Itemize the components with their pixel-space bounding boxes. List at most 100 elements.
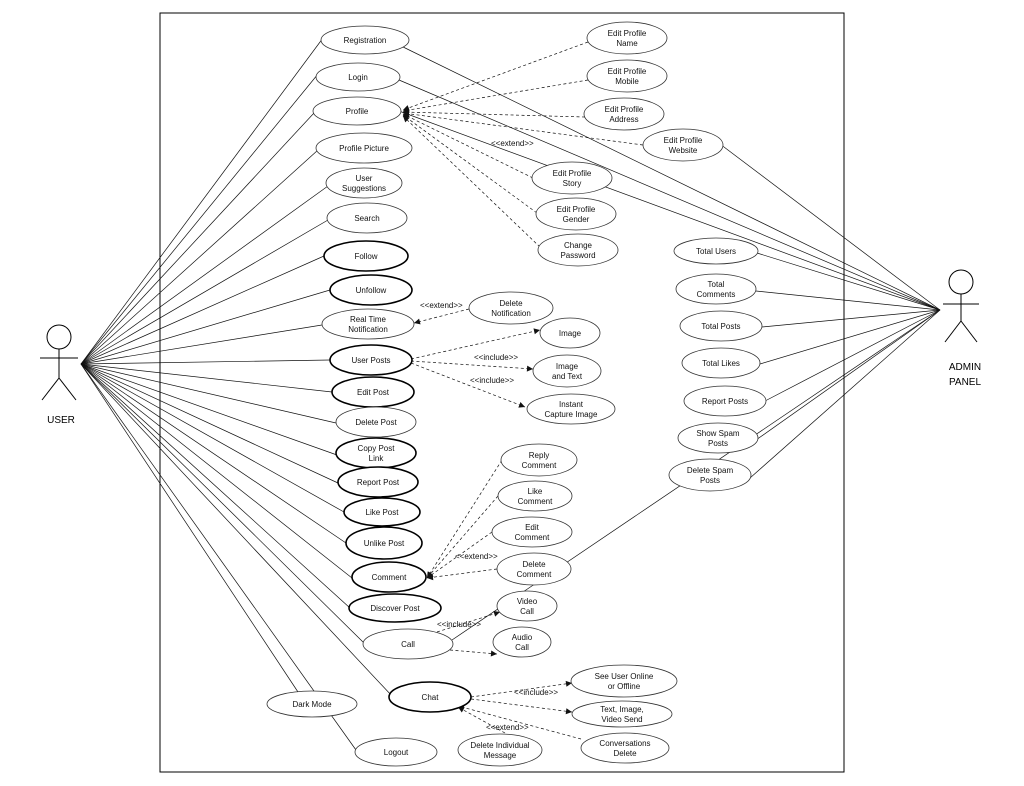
use-case-login: Login [315, 62, 401, 92]
arrowhead [427, 574, 434, 581]
use-case-dark-mode: Dark Mode [266, 690, 358, 718]
use-case-label: Call [401, 640, 415, 649]
use-case-label: Delete [499, 299, 523, 308]
use-case-edit-post: Edit Post [331, 376, 415, 408]
assoc-user-chat [80, 363, 393, 697]
use-case-label: Registration [344, 36, 387, 45]
use-case-label: Change [564, 241, 593, 250]
assoc-admin-total-likes [759, 309, 941, 365]
admin-actor-label-line1: ADMIN [949, 362, 981, 373]
use-case-label: Edit Profile [608, 29, 647, 38]
use-case-unlike-post: Unlike Post [345, 526, 423, 560]
dep-profile-mobile [402, 79, 589, 113]
system-boundary [159, 12, 845, 773]
use-case-report-post: Report Post [337, 466, 419, 498]
assoc-admin-total-comments [755, 290, 941, 311]
use-case-label: Instant [559, 400, 584, 409]
use-case-label: Edit Profile [608, 67, 647, 76]
use-case-label: Edit Profile [553, 169, 592, 178]
use-case-label: Like [528, 487, 543, 496]
assoc-user-report-post [80, 363, 339, 484]
assoc-user-dark-mode [80, 363, 299, 693]
label-extend-notification: <<extend>> [420, 301, 463, 310]
dep-profile-gender [402, 114, 538, 214]
use-case-label: Gender [563, 215, 590, 224]
use-case-call: Call [362, 628, 454, 660]
use-case-label: Delete Post [355, 418, 397, 427]
use-case-label: Comment [372, 573, 407, 582]
assoc-user-user-posts [80, 359, 331, 365]
assoc-user-user-suggestions [80, 185, 329, 365]
dep-chat-send [470, 698, 573, 715]
arrowhead [533, 328, 540, 335]
dep-delete-comment [426, 568, 498, 581]
use-case-label: Search [354, 214, 379, 223]
label-include-posts-2: <<include>> [470, 376, 514, 385]
assoc-user-edit-post [80, 363, 333, 393]
use-case-label: Dark Mode [292, 700, 332, 709]
use-case-label: Text, Image, [600, 705, 644, 714]
use-case-report-posts: Report Posts [683, 385, 767, 417]
use-case-label: Unlike Post [364, 539, 405, 548]
label-extend-chat: <<extend>> [486, 723, 529, 732]
use-case-label: Edit Profile [664, 136, 703, 145]
arrowhead [526, 365, 533, 372]
use-case-label: Total Posts [701, 322, 740, 331]
use-case-label: Address [609, 115, 638, 124]
label-include-chat: <<include>> [514, 688, 558, 697]
use-case-label: Message [484, 751, 517, 760]
use-case-label: Profile [346, 107, 369, 116]
arrowhead [490, 650, 497, 657]
assoc-user-like-post [80, 363, 345, 513]
use-case-label: Copy Post [358, 444, 396, 453]
use-case-text-image-video-send: Text, Image,Video Send [571, 700, 673, 728]
label-include-posts-1: <<include>> [474, 353, 518, 362]
use-case-label: Delete Spam [687, 466, 734, 475]
dep-profile-address [402, 109, 586, 118]
use-case-label: Call [515, 643, 529, 652]
use-case-label: Real Time [350, 315, 387, 324]
assoc-user-call [80, 363, 365, 644]
assoc-user-comment [80, 363, 353, 579]
use-case-label: Link [369, 454, 385, 463]
assoc-user-unlike-post [80, 363, 347, 544]
use-case-profile: Profile [312, 96, 402, 126]
use-case-delete-post: Delete Post [335, 406, 417, 438]
assoc-user-real-time-notification [80, 324, 323, 365]
use-case-follow: Follow [323, 240, 409, 272]
use-case-logout: Logout [354, 737, 438, 767]
use-case-label: Notification [491, 309, 531, 318]
assoc-user-copy-post-link [80, 363, 338, 456]
assoc-user-discover-post [80, 363, 351, 609]
assoc-admin-report-posts [764, 309, 941, 402]
assoc-admin-show-spam-posts [755, 309, 941, 441]
dep-change-password [402, 115, 541, 248]
use-case-label: Name [616, 39, 638, 48]
use-case-label: Posts [708, 439, 728, 448]
use-case-label: Login [348, 73, 368, 82]
label-include-call: <<include>> [437, 620, 481, 629]
assoc-user-unfollow [80, 289, 331, 365]
dep-user-posts-image [410, 328, 541, 360]
label-extend-comment: <<extend>> [455, 552, 498, 561]
use-case-registration: Registration [320, 25, 410, 55]
use-case-label: Capture Image [545, 410, 598, 419]
use-case-total-posts: Total Posts [679, 310, 763, 342]
use-case-label: Total Users [696, 247, 736, 256]
use-case-profile-picture: Profile Picture [315, 132, 413, 164]
arrowhead [565, 680, 572, 687]
use-case-label: Edit Post [357, 388, 390, 397]
use-case-label: Profile Picture [339, 144, 389, 153]
arrowhead [414, 318, 421, 325]
